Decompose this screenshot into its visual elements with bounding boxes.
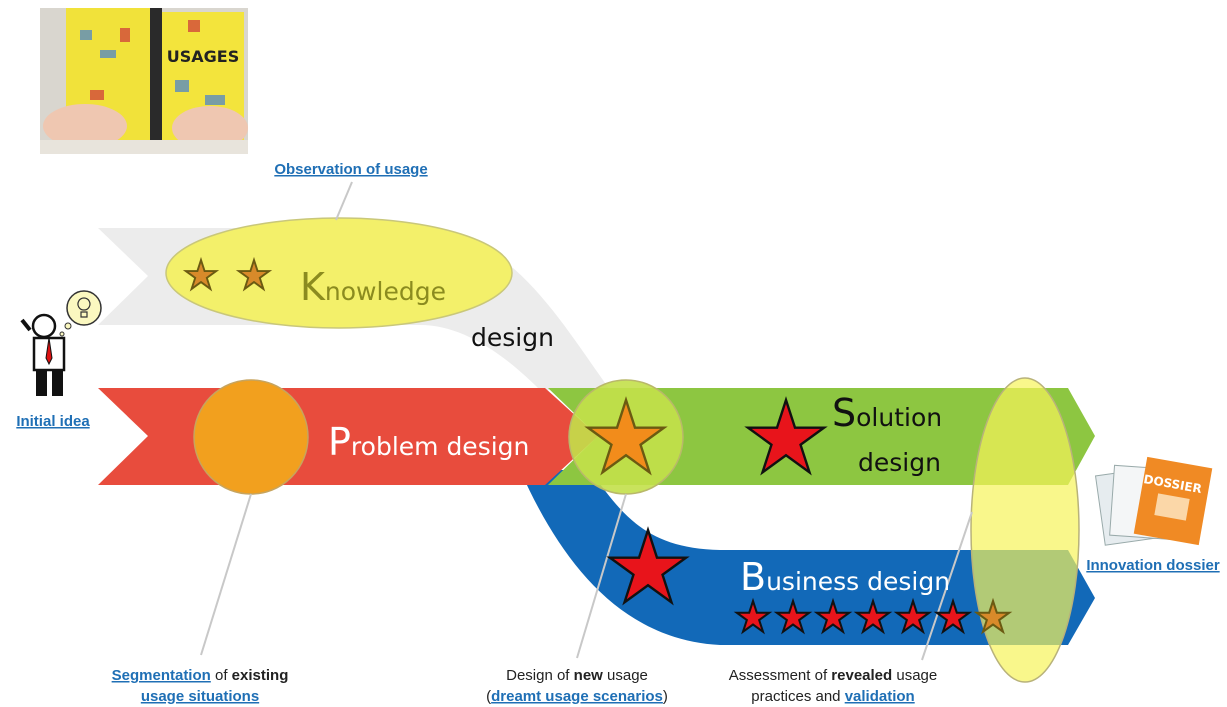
initial-idea-link[interactable]: Initial idea	[16, 413, 90, 430]
solution-band	[548, 388, 1095, 485]
leader-lines	[200, 181, 973, 661]
book-title: USAGES	[167, 47, 239, 66]
dreamt-scenarios-caption: (dreamt usage scenarios)	[486, 688, 668, 705]
segmentation-caption: Segmentation of existing	[112, 667, 289, 684]
innovation-dossier-icon: DOSSIER	[1094, 456, 1213, 546]
usages-book-photo: USAGES	[40, 8, 248, 154]
thinking-man-icon	[20, 290, 102, 396]
business-title: Business design	[740, 555, 950, 599]
dreamt-usage-scenarios-link[interactable]: dreamt usage scenarios	[491, 688, 663, 705]
assessment-caption: Assessment of revealed usage	[729, 667, 937, 684]
usage-situations-link[interactable]: usage situations	[141, 688, 259, 705]
knowledge-design-label: design	[471, 323, 554, 352]
validation-caption: practices and validation	[751, 688, 914, 705]
segmentation-circle	[193, 379, 309, 495]
innovation-dossier-link[interactable]: Innovation dossier	[1086, 557, 1220, 574]
knowledge-ellipse	[165, 217, 513, 329]
problem-title: Problem design	[328, 420, 529, 464]
validation-ellipse	[970, 377, 1080, 683]
business-band	[520, 470, 1095, 645]
observation-of-usage-link[interactable]: Observation of usage	[274, 161, 427, 178]
solution-title: Solution	[832, 391, 942, 435]
validation-link[interactable]: validation	[845, 688, 915, 705]
segmentation-link[interactable]: Segmentation	[112, 667, 211, 684]
new-usage-caption: Design of new usage	[506, 667, 648, 684]
solution-title-line2: design	[858, 448, 941, 477]
knowledge-title: Knowledge	[300, 265, 446, 309]
